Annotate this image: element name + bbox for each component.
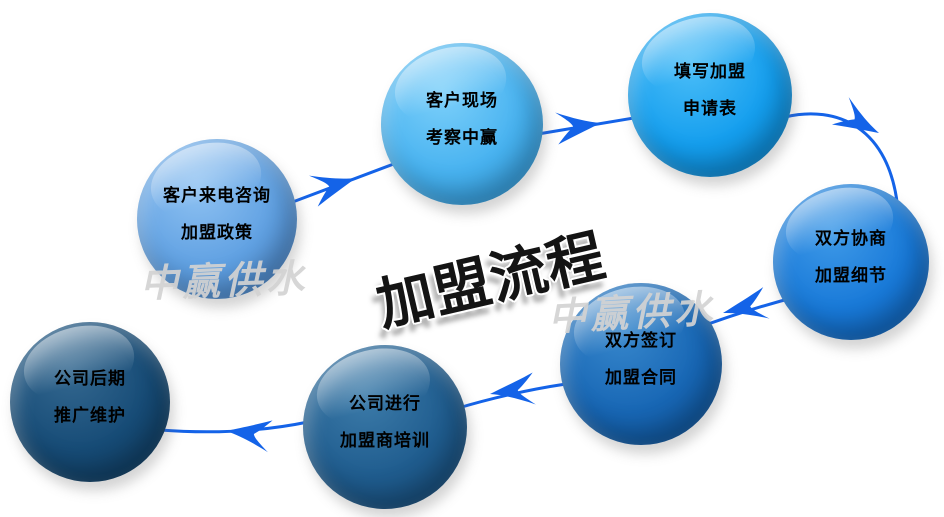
flow-arrowhead-icon-2: [555, 112, 601, 145]
step-post-promotion-maintenance: 公司后期 推广维护: [10, 322, 170, 482]
step-label-line1: 双方协商: [815, 229, 887, 249]
step-franchisee-training: 公司进行 加盟商培训: [303, 345, 467, 509]
step-sign-contract: 双方签订 加盟合同: [560, 283, 722, 445]
step-negotiate-details: 双方协商 加盟细节: [773, 184, 929, 340]
step-label-line2: 加盟细节: [815, 266, 887, 285]
flow-arrowhead-icon-4: [723, 287, 770, 319]
step-label-line2: 推广维护: [54, 406, 126, 425]
step-label-line1: 客户来电咨询: [163, 186, 271, 206]
step-fill-application-form: 填写加盟 申请表: [628, 13, 792, 177]
step-label: 填写加盟 申请表: [628, 13, 792, 177]
step-label: 双方签订 加盟合同: [560, 283, 722, 445]
step-label: 公司后期 推广维护: [10, 322, 170, 482]
step-label: 公司进行 加盟商培训: [303, 345, 467, 509]
step-customer-site-visit: 客户现场 考察中赢: [381, 43, 543, 205]
step-customer-call-inquiry: 客户来电咨询 加盟政策: [137, 139, 297, 299]
step-label: 客户来电咨询 加盟政策: [137, 139, 297, 299]
step-label-line2: 加盟政策: [181, 223, 253, 242]
flow-arrowhead-icon-3: [831, 97, 879, 133]
step-label-line2: 考察中赢: [426, 128, 498, 147]
step-label-line1: 公司进行: [349, 394, 421, 414]
step-label-line1: 客户现场: [426, 91, 498, 111]
step-label: 客户现场 考察中赢: [381, 43, 543, 205]
step-label-line1: 填写加盟: [674, 62, 746, 82]
step-label-line1: 公司后期: [54, 369, 126, 389]
flow-arrowhead-icon-6: [226, 420, 273, 453]
flow-arrowhead-icon-5: [490, 372, 536, 405]
step-label-line2: 申请表: [683, 99, 737, 118]
step-label-line2: 加盟合同: [605, 368, 677, 387]
step-label: 双方协商 加盟细节: [773, 184, 929, 340]
step-label-line2: 加盟商培训: [340, 431, 430, 450]
flow-arrowhead-icon-1: [309, 175, 356, 207]
step-label-line1: 双方签订: [605, 331, 677, 351]
